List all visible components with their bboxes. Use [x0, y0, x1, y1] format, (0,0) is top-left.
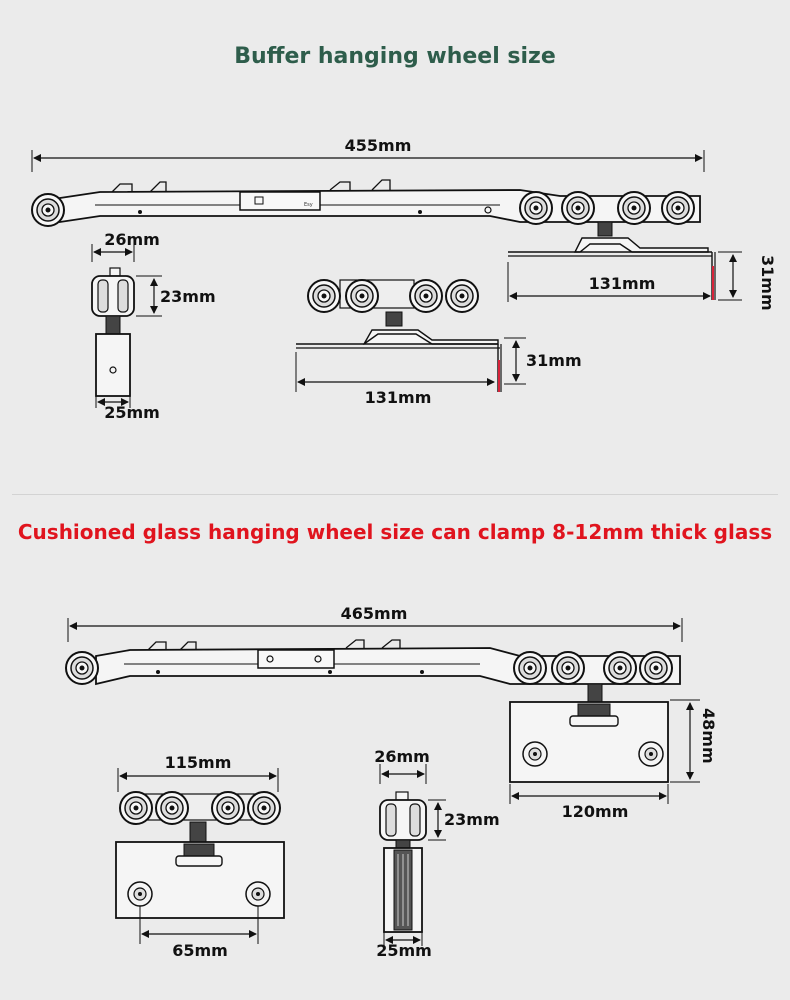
dim-23-label-2: 23mm [444, 810, 500, 829]
dim-31-right-line [718, 251, 742, 301]
section-divider [12, 494, 778, 495]
section2-title: Cushioned glass hanging wheel size can c… [17, 520, 773, 544]
dim-23-label-1: 23mm [160, 287, 216, 306]
track-assembly-1: Esy [31, 179, 716, 300]
dim-31-right-label: 31mm [758, 255, 777, 311]
dim-31-center-line [504, 337, 526, 385]
dim-455-line [31, 150, 705, 172]
dim-48-label: 48mm [699, 708, 718, 764]
dim-131-center-label: 131mm [365, 388, 432, 407]
dim-31-center-label: 31mm [526, 351, 582, 370]
dim-465-label: 465mm [341, 604, 408, 623]
wheel-carriage-center [296, 279, 502, 392]
dim-115-label: 115mm [165, 753, 232, 772]
dim-131-right-label: 131mm [589, 274, 656, 293]
dim-131-center-line [295, 352, 495, 392]
dim-25-label-2: 25mm [376, 941, 432, 960]
wheel-side-view-1 [91, 244, 162, 408]
dim-48-line [670, 699, 700, 783]
svg-text:Esy: Esy [304, 202, 313, 208]
dim-455-label: 455mm [345, 136, 412, 155]
track-assembly-2 [65, 639, 681, 783]
dim-65-label: 65mm [172, 941, 228, 960]
section1-title: Buffer hanging wheel size [234, 44, 556, 69]
dim-120-label: 120mm [562, 802, 629, 821]
dim-26-label-2: 26mm [374, 747, 430, 766]
wheel-side-view-2 [379, 764, 446, 946]
dim-25-label-1: 25mm [104, 403, 160, 422]
glass-clamp-front-view [115, 768, 285, 944]
dim-120-line [509, 784, 669, 804]
dim-26-label-1: 26mm [104, 230, 160, 249]
dim-131-right-line [507, 262, 711, 302]
dim-465-line [67, 618, 683, 642]
